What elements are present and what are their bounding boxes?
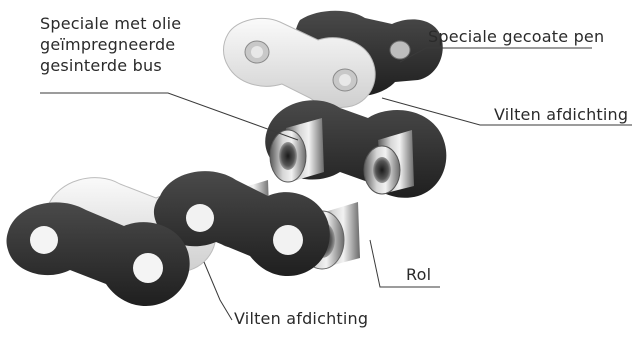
label-coated-pin-text: Speciale gecoate pen	[428, 27, 604, 46]
leader-sintered-bushing	[40, 93, 298, 140]
label-sintered-bushing: Speciale met olie geïmpregneerde gesinte…	[40, 13, 181, 76]
label-coated-pin: Speciale gecoate pen	[428, 26, 604, 47]
label-felt-seal-bottom: Vilten afdichting	[234, 308, 368, 329]
label-roller: Rol	[406, 264, 431, 285]
label-sintered-bushing-line-2: geïmpregneerde	[40, 34, 181, 55]
leader-felt-seal-bottom	[204, 262, 232, 320]
label-sintered-bushing-line-1: Speciale met olie	[40, 13, 181, 34]
label-felt-seal-bottom-text: Vilten afdichting	[234, 309, 368, 328]
middle-inner-link	[265, 100, 446, 198]
label-felt-seal-right-text: Vilten afdichting	[494, 105, 628, 124]
label-sintered-bushing-line-3: gesinterde bus	[40, 55, 181, 76]
label-felt-seal-right: Vilten afdichting	[494, 104, 628, 125]
label-roller-text: Rol	[406, 265, 431, 284]
top-outer-link	[224, 11, 443, 108]
